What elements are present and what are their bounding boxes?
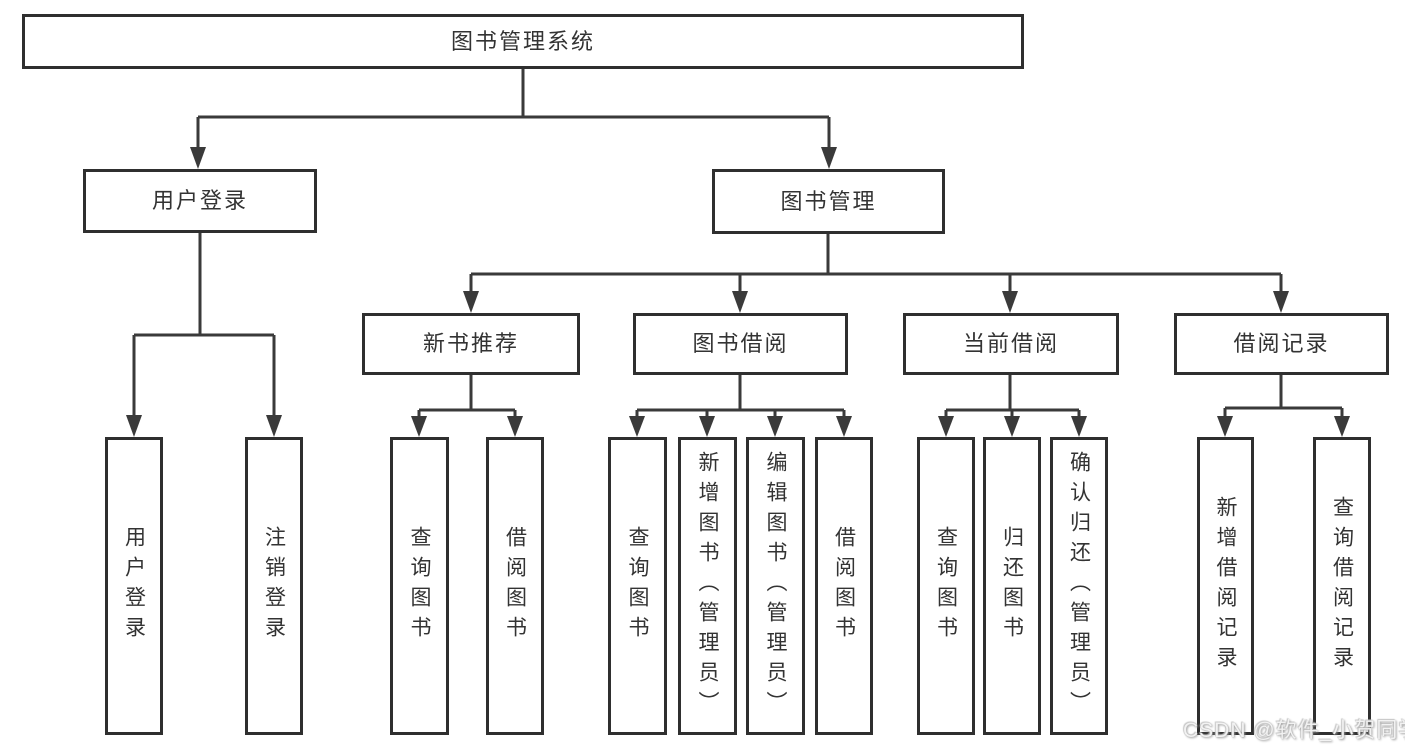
edge-user-login-to-leaves: [126, 233, 282, 437]
arrowhead: [1071, 416, 1087, 437]
arrowhead: [732, 291, 748, 313]
arrowhead: [1273, 291, 1289, 313]
edge-book-management-to-level3: [463, 234, 1289, 313]
csdn-watermark: CSDN @软件_小贺同学: [1183, 719, 1405, 742]
arrowhead: [126, 415, 142, 437]
arrowhead: [629, 416, 645, 437]
leaf-record-query-borrow-record: 查询借阅记录: [1313, 437, 1371, 735]
leaf-user-login: 用户登录: [105, 437, 163, 735]
leaf-borrow-add-books-admin: 新增图书（管理员）: [678, 437, 737, 735]
arrowhead: [836, 416, 852, 437]
edge-root-to-level2: [190, 69, 837, 169]
node-book-management: 图书管理: [712, 169, 945, 234]
arrowhead: [1334, 416, 1350, 437]
arrowhead: [507, 416, 523, 437]
arrowhead: [767, 416, 783, 437]
node-borrow-record: 借阅记录: [1174, 313, 1389, 375]
leaf-record-add-borrow-record: 新增借阅记录: [1197, 437, 1254, 735]
edge-current-borrow-to-leaves: [938, 375, 1087, 437]
arrowhead: [938, 416, 954, 437]
edge-borrow-record-to-leaves: [1217, 375, 1350, 437]
leaf-borrow-borrow-books: 借阅图书: [815, 437, 873, 735]
leaf-borrow-edit-books-admin: 编辑图书（管理员）: [746, 437, 805, 735]
node-root-library-management-system: 图书管理系统: [22, 14, 1024, 69]
arrowhead: [1002, 291, 1018, 313]
leaf-current-return-books: 归还图书: [983, 437, 1041, 735]
arrowhead: [699, 416, 715, 437]
leaf-current-confirm-return-admin: 确认归还（管理员）: [1050, 437, 1108, 735]
leaf-recommend-borrow-books: 借阅图书: [486, 437, 544, 735]
leaf-recommend-query-books: 查询图书: [390, 437, 449, 735]
arrowhead: [411, 416, 427, 437]
node-current-borrow: 当前借阅: [903, 313, 1119, 375]
node-new-book-recommend: 新书推荐: [362, 313, 580, 375]
leaf-current-query-books: 查询图书: [917, 437, 975, 735]
leaf-borrow-query-books: 查询图书: [608, 437, 667, 735]
edge-new-book-recommend-to-leaves: [411, 375, 523, 437]
edge-book-borrow-to-leaves: [629, 375, 852, 437]
arrowhead: [463, 291, 479, 313]
leaf-logout: 注销登录: [245, 437, 303, 735]
arrowhead: [1004, 416, 1020, 437]
arrowhead: [821, 147, 837, 169]
arrowhead: [1217, 416, 1233, 437]
node-user-login: 用户登录: [83, 169, 317, 233]
node-book-borrow: 图书借阅: [633, 313, 848, 375]
arrowhead: [266, 415, 282, 437]
arrowhead: [190, 147, 206, 169]
